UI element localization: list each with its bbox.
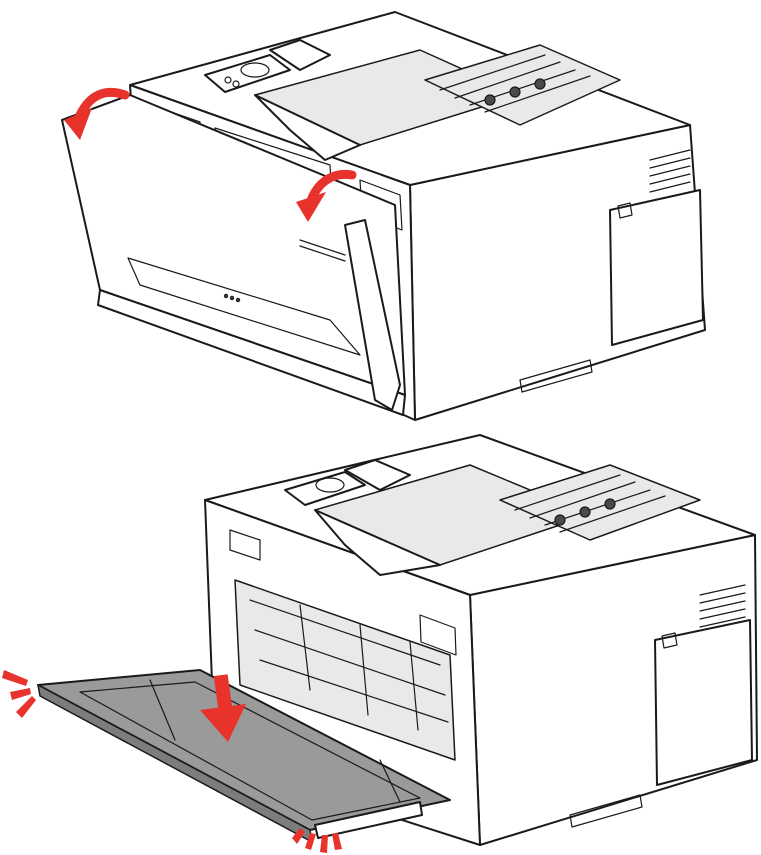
interior-paper-path [234, 579, 456, 761]
straight-arrow-down [213, 674, 233, 711]
curved-arrow-down-head [296, 192, 326, 222]
straight-arrow-down-head [200, 704, 246, 742]
tray-extension [344, 459, 411, 491]
printer-bottom-illustration [2, 434, 758, 853]
side-vent [699, 584, 746, 628]
paper-stopper [254, 94, 361, 161]
control-dial [315, 477, 345, 493]
step-lower-front-cover [0, 430, 761, 855]
cover-window [127, 257, 361, 356]
step-open-front-cover [61, 11, 706, 421]
rear-unit [499, 464, 701, 541]
curved-arrow-down [307, 169, 357, 203]
pull-indicator-bottom [292, 828, 342, 853]
printer-top-illustration [61, 11, 706, 421]
curved-arrow-left [75, 87, 130, 120]
front-cover-edge [97, 289, 406, 416]
paper-stopper [314, 509, 441, 576]
side-access-panel [654, 619, 753, 786]
curved-arrow-left-head [64, 108, 92, 140]
side-vent [649, 149, 691, 193]
pull-indicator-left [2, 670, 36, 718]
side-access-panel [609, 189, 704, 346]
front-cover-open [61, 94, 406, 396]
tray-extension [269, 39, 331, 71]
rear-unit [424, 44, 621, 126]
cover-hinge-arm [344, 219, 401, 411]
control-dial [240, 62, 270, 78]
cover-handle [314, 801, 423, 839]
